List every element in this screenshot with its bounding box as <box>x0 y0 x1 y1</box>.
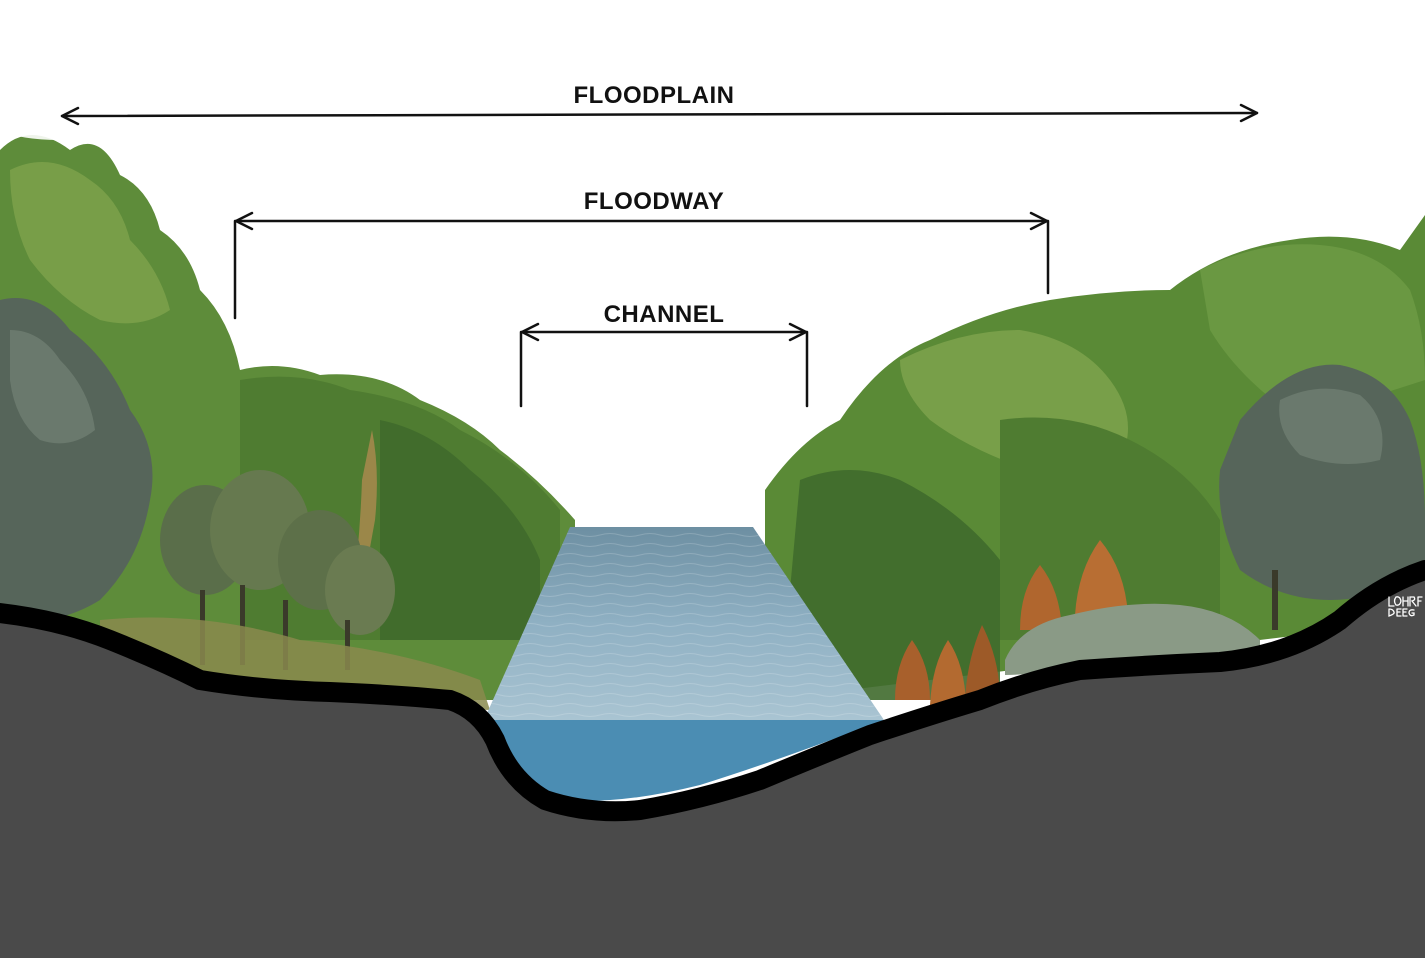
right-gray-tree-trunk <box>1272 570 1278 630</box>
left-top-fade <box>0 100 200 140</box>
floodplain-label: FLOODPLAIN <box>574 82 735 110</box>
floodplain-line <box>62 113 1257 116</box>
channel-label: CHANNEL <box>604 301 725 329</box>
left-bank-vegetation <box>0 100 575 710</box>
floodway-label: FLOODWAY <box>584 188 724 216</box>
channel-dimension <box>521 324 807 406</box>
